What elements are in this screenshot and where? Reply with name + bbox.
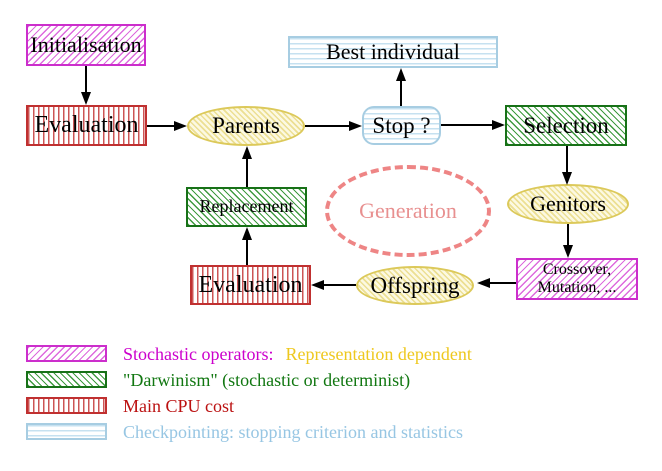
node-genitors: Genitors: [507, 184, 629, 224]
node-replacement: Replacement: [186, 187, 307, 227]
arrow-selection-to-genitors-line: [566, 146, 568, 173]
arrow-stop-to-selection-line: [441, 124, 493, 126]
node-generation-label: Generation: [359, 198, 457, 223]
node-replacement-label: Replacement: [199, 196, 294, 217]
arrow-stop-to-selection-head: [492, 120, 505, 130]
node-evaluation-top: Evaluation: [26, 105, 147, 146]
node-best-individual-label: Best individual: [326, 38, 460, 64]
node-crossover-line1: Crossover,: [542, 261, 612, 279]
arrow-offspring-to-eval-line: [323, 284, 356, 286]
legend-swatch-darwinism: [26, 371, 107, 388]
node-generation: Generation: [325, 165, 491, 257]
node-crossover-line2: Mutation, ...: [537, 279, 617, 296]
legend-swatch-checkpointing: [26, 423, 107, 440]
arrow-eval-to-parents-line: [147, 125, 175, 127]
node-evaluation-bottom-label: Evaluation: [198, 271, 303, 298]
legend-label-darwinism: "Darwinism" (stochastic or determinist): [123, 369, 411, 390]
node-evaluation-top-label: Evaluation: [34, 112, 139, 139]
legend-row-stochastic: Stochastic operators: Representation dep…: [123, 343, 472, 365]
arrow-eval-to-replacement-line: [246, 239, 248, 265]
arrow-init-to-eval-line: [85, 66, 87, 93]
node-selection-label: Selection: [523, 112, 609, 138]
arrow-eval-to-replacement-head: [242, 227, 252, 240]
node-initialisation-label: Initialisation: [30, 31, 142, 57]
node-offspring-label: Offspring: [370, 272, 460, 298]
arrow-genitors-to-crossover-head: [563, 245, 573, 258]
arrow-crossover-to-offspring-head: [477, 278, 490, 288]
arrow-init-to-eval-head: [81, 92, 91, 105]
legend-label-checkpointing: Checkpointing: stopping criterion and st…: [123, 421, 463, 442]
node-best-individual: Best individual: [288, 36, 498, 68]
arrow-parents-to-stop-head: [349, 121, 362, 131]
legend-row-checkpointing: Checkpointing: stopping criterion and st…: [123, 421, 463, 443]
node-crossover-mutation: Crossover, Mutation, ...: [516, 258, 638, 300]
arrow-genitors-to-crossover-line: [567, 224, 569, 246]
node-parents-label: Parents: [212, 113, 280, 139]
legend-swatch-stochastic: [26, 345, 107, 362]
arrow-replacement-to-parents-head: [242, 146, 252, 159]
node-parents: Parents: [187, 106, 305, 146]
legend-row-cpu: Main CPU cost: [123, 395, 234, 417]
arrow-eval-to-parents-head: [174, 121, 187, 131]
arrow-replacement-to-parents-line: [246, 158, 248, 187]
legend-row-darwinism: "Darwinism" (stochastic or determinist): [123, 369, 410, 391]
legend-label-cpu: Main CPU cost: [123, 395, 235, 416]
legend-swatch-cpu: [26, 397, 107, 414]
arrow-parents-to-stop-line: [305, 125, 350, 127]
node-stop: Stop ?: [362, 106, 441, 145]
legend-label-stochastic: Stochastic operators:: [123, 343, 274, 364]
arrow-stop-to-best-line: [400, 80, 402, 106]
arrow-offspring-to-eval-head: [311, 280, 324, 290]
arrow-stop-to-best-head: [396, 68, 406, 81]
node-stop-label: Stop ?: [372, 112, 431, 138]
legend-label-representation: Representation dependent: [285, 343, 472, 364]
node-evaluation-bottom: Evaluation: [190, 265, 311, 305]
node-initialisation: Initialisation: [26, 24, 146, 66]
node-genitors-label: Genitors: [530, 190, 606, 216]
arrow-selection-to-genitors-head: [562, 172, 572, 185]
arrow-crossover-to-offspring-line: [489, 282, 516, 284]
node-offspring: Offspring: [356, 266, 474, 305]
node-selection: Selection: [505, 105, 627, 146]
